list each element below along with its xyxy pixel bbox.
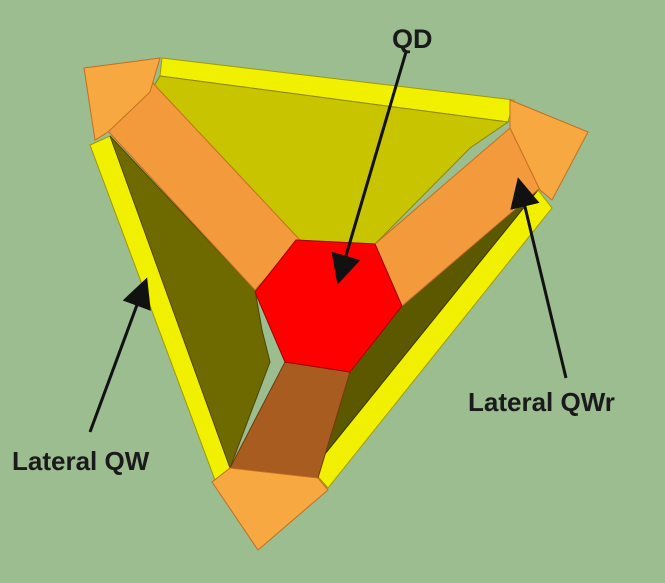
bottom-cap [211, 467, 329, 551]
lateral-qwr-arrow [510, 177, 568, 379]
lateral-qw-arrow [88, 277, 151, 433]
lateral-qw-label: Lateral QW [12, 446, 150, 476]
qd-hexagon [254, 239, 403, 373]
lateral-qwr-label: Lateral QWr [468, 387, 615, 417]
top-right-cap [509, 99, 589, 201]
qd-arrow [331, 51, 408, 285]
qd-label: QD [392, 24, 433, 54]
top-left-cap [83, 57, 161, 141]
